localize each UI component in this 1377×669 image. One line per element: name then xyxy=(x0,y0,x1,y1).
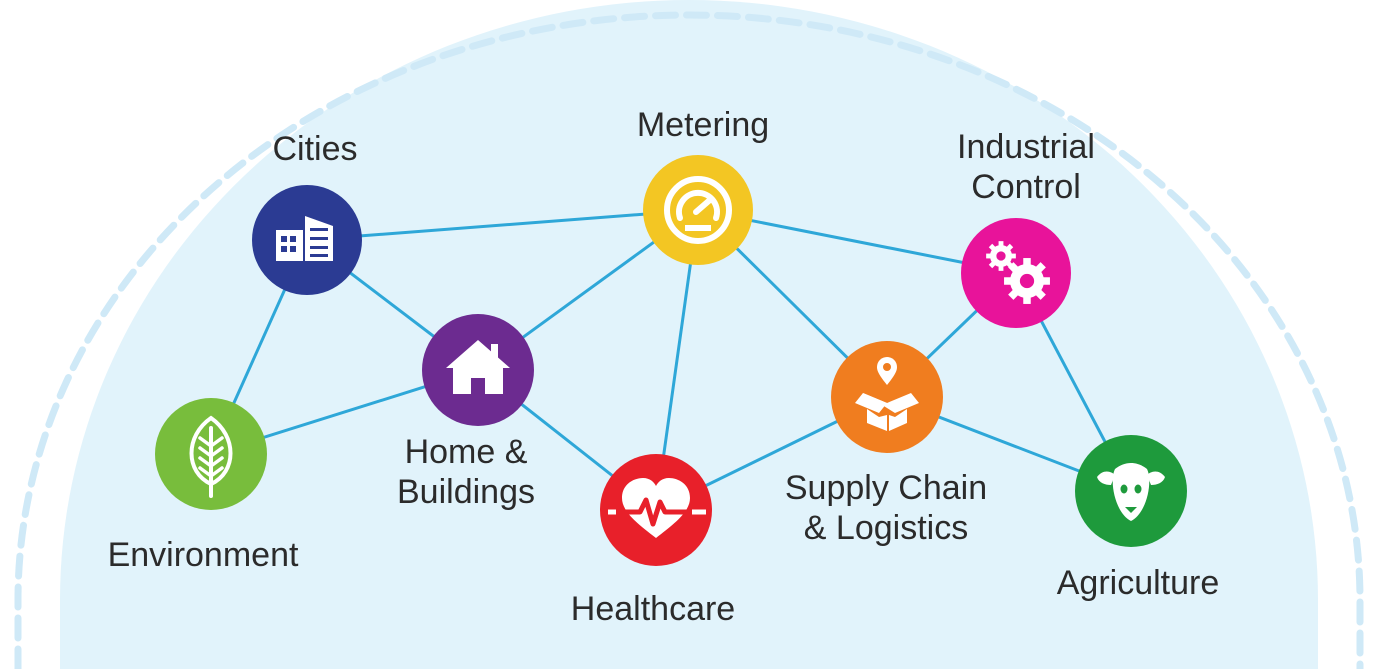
supply-circle xyxy=(831,341,943,453)
node-supply: Supply Chain& Logistics xyxy=(785,341,987,547)
background-dome xyxy=(14,0,1364,669)
environment-label-line: Environment xyxy=(108,536,299,574)
connector-cities-metering xyxy=(306,208,699,242)
supply-label-line: & Logistics xyxy=(804,509,968,547)
house-icon xyxy=(446,340,510,394)
gauge-icon xyxy=(664,176,732,244)
cities-label: Cities xyxy=(272,130,357,168)
home-label-line: Home & xyxy=(405,433,528,471)
sheep-icon xyxy=(1097,463,1165,521)
node-healthcare: Healthcare xyxy=(571,454,735,628)
heartbeat-icon xyxy=(608,478,706,538)
supply-label-line: Supply Chain xyxy=(785,469,987,507)
buildings-icon xyxy=(276,216,333,261)
environment-label: Environment xyxy=(108,536,299,574)
cities-label-line: Cities xyxy=(272,130,357,168)
healthcare-label: Healthcare xyxy=(571,590,735,628)
node-cities: Cities xyxy=(252,130,362,295)
industrial-label-line: Industrial xyxy=(957,128,1095,166)
package-location-icon xyxy=(855,357,919,431)
node-home: Home &Buildings xyxy=(397,314,535,511)
agriculture-label-line: Agriculture xyxy=(1057,564,1220,602)
agriculture-label: Agriculture xyxy=(1057,564,1220,602)
home-label-line: Buildings xyxy=(397,473,535,511)
supply-label: Supply Chain& Logistics xyxy=(785,469,987,547)
gears-icon xyxy=(986,241,1050,304)
node-metering: Metering xyxy=(637,106,769,265)
node-agriculture: Agriculture xyxy=(1057,435,1220,602)
dome-fill xyxy=(60,0,1318,669)
industrial-label-line: Control xyxy=(971,168,1081,206)
healthcare-label-line: Healthcare xyxy=(571,590,735,628)
home-label: Home &Buildings xyxy=(397,433,535,511)
leaf-icon xyxy=(189,415,233,498)
node-environment: Environment xyxy=(108,398,299,574)
dome-dashed-outline xyxy=(14,11,1364,669)
metering-label: Metering xyxy=(637,106,769,144)
metering-label-line: Metering xyxy=(637,106,769,144)
